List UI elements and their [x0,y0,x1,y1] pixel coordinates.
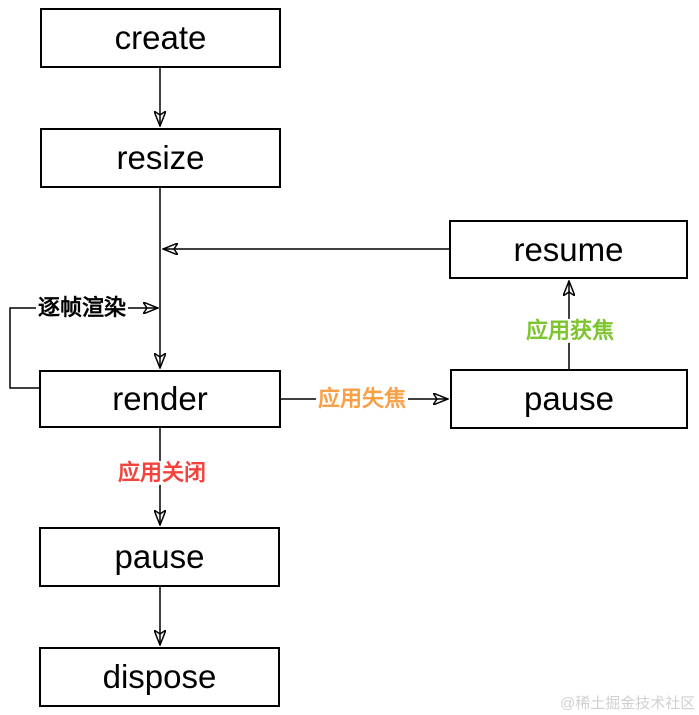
node-render: render [39,370,281,428]
edge-label-frame-render: 逐帧渲染 [35,294,129,321]
watermark: @稀土掘金技术社区 [560,695,696,712]
node-dispose: dispose [39,647,280,707]
edge-label-app-close: 应用关闭 [115,459,209,486]
node-pause-bottom: pause [39,527,280,587]
edge-label-gain-focus: 应用获焦 [523,317,617,344]
node-pause-right: pause [450,369,688,429]
node-resize: resize [40,128,281,188]
node-resume: resume [449,220,688,279]
node-create: create [40,8,281,68]
edge-label-lose-focus: 应用失焦 [315,385,409,412]
